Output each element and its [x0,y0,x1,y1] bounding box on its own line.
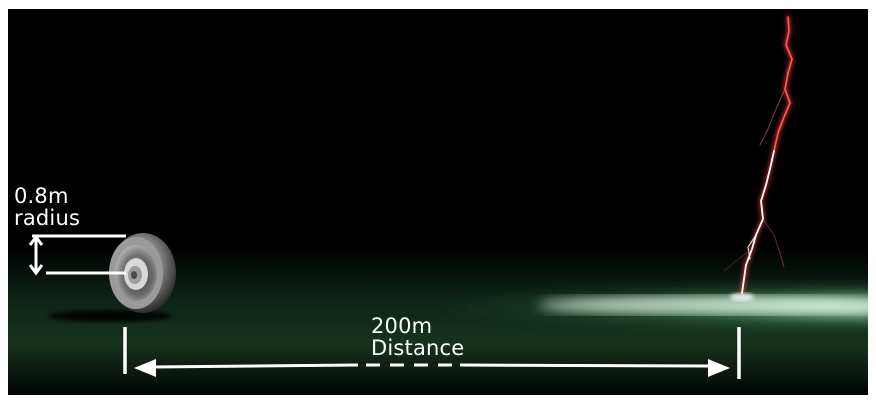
wheel [109,233,176,313]
distance-value-label: 200m [371,314,433,338]
distance-indicator [123,327,741,379]
ground-glow-core [538,296,868,314]
radius-value-label: 0.8m [14,184,69,208]
radius-indicator [28,234,126,276]
radius-word-label: radius [14,206,81,230]
scene-svg [8,15,868,395]
lightning-bolt [723,15,794,301]
scene-canvas: 0.8m radius 200m Distance [8,9,868,395]
distance-word-label: Distance [371,336,465,360]
wheel-shadow [48,310,172,322]
